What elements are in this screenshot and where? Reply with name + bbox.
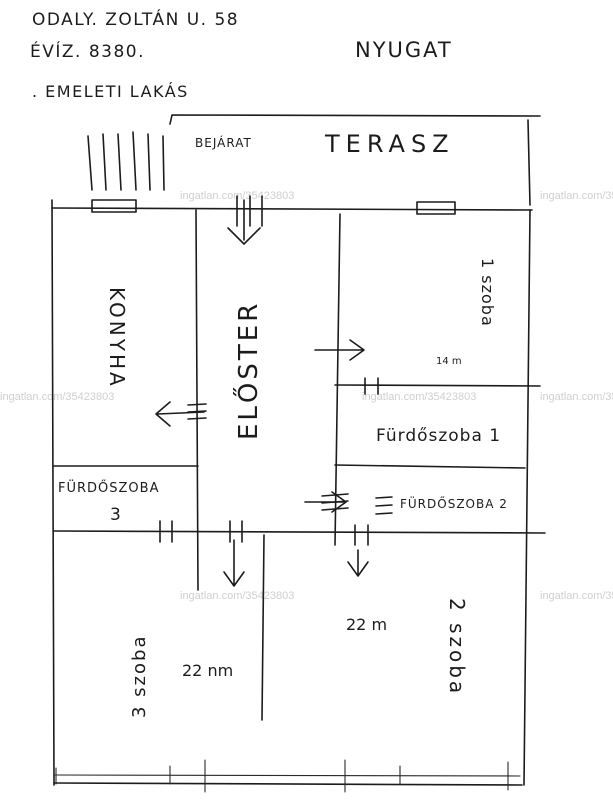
watermark-mid: ingatlan.com/35423803 — [362, 391, 476, 403]
wall-hall-rooms — [334, 213, 341, 546]
bath2-label: FÜRDŐSZOBA 2 — [400, 495, 508, 511]
wall-top — [51, 207, 533, 211]
wall-right — [523, 209, 531, 786]
wall-room3-room2 — [261, 534, 265, 721]
wall-left — [51, 199, 55, 786]
wall-bottom — [53, 782, 523, 786]
year-line: ÉVÍZ. 8380. — [30, 40, 145, 62]
arrow-entrance — [227, 199, 261, 245]
arrow-bath2 — [304, 491, 347, 513]
address-line: ODALY. ZOLTÁN U. 58 — [32, 8, 239, 30]
window-top-left — [91, 199, 137, 213]
terrace-outline — [169, 114, 541, 206]
wall-room1-bath1 — [334, 384, 541, 387]
watermark-low-right: ingatlan.com/35423803 — [540, 590, 613, 602]
room1-area: 14 m — [436, 356, 462, 367]
direction-label: NYUGAT — [355, 38, 453, 62]
staircase-hatching — [87, 131, 165, 191]
arrow-kitchen — [155, 401, 205, 427]
wall-kitchen-hall — [195, 209, 199, 591]
bath3-label: FÜRDŐSZOBA — [58, 479, 159, 496]
dimension-line — [54, 759, 521, 793]
arrow-room1 — [314, 339, 365, 361]
bath3-number: 3 — [110, 505, 121, 525]
floor-line: . EMELETI LAKÁS — [32, 82, 189, 101]
arrow-room3 — [223, 539, 245, 587]
door-marks — [159, 195, 393, 546]
hall-label: ELŐSTER — [232, 301, 264, 440]
watermark-low: ingatlan.com/35423803 — [180, 590, 294, 602]
terrace-label: TERASZ — [324, 130, 455, 158]
wall-mid-horizontal — [53, 530, 546, 534]
watermark-mid-right: ingatlan.com/35423803 — [540, 391, 613, 403]
door-arrows — [155, 199, 369, 587]
room2-area: 22 m — [346, 615, 387, 634]
watermark-mid-left: ingatlan.com/35423803 — [0, 391, 114, 403]
watermarks: ingatlan.com/35423803 ingatlan.com/35423… — [0, 190, 613, 602]
window-top-right — [416, 201, 456, 215]
room3-area: 22 nm — [182, 661, 233, 680]
arrow-room2 — [347, 549, 369, 577]
entrance-label: BEJÁRAT — [195, 135, 252, 150]
room1-label: 1 szoba — [478, 258, 497, 327]
room3-label: 3 szoba — [129, 635, 150, 718]
watermark-top-right: ingatlan.com/35423803 — [540, 190, 613, 202]
room2-label: 2 szoba — [445, 598, 469, 696]
bath1-label: Fürdőszoba 1 — [376, 426, 501, 446]
wall-bath1-bath2 — [334, 464, 526, 469]
kitchen-label: KONYHA — [105, 287, 129, 389]
